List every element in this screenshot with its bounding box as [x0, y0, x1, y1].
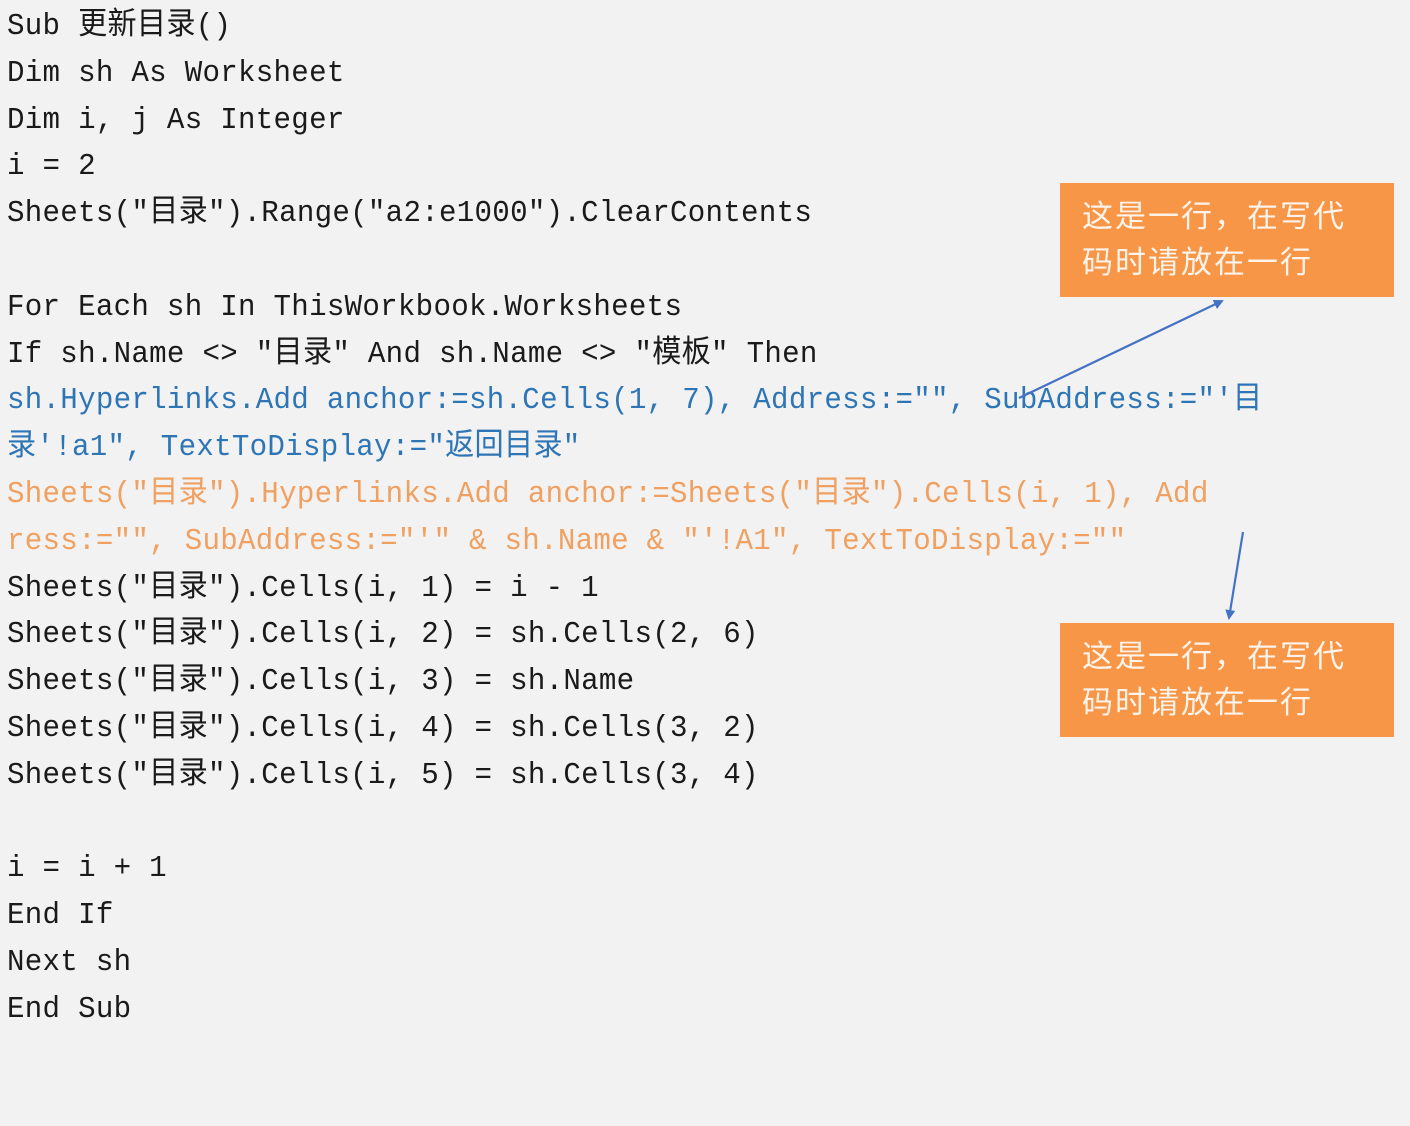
callout-box-top: 这是一行，在写代 码时请放在一行 — [1060, 183, 1394, 297]
code-line-hyperlink-toc-part2: ress:="", SubAddress:="'" & sh.Name & "'… — [7, 523, 1127, 559]
callout-text-line2: 码时请放在一行 — [1082, 245, 1313, 281]
code-line-dim-i-j: Dim i, j As Integer — [7, 102, 345, 138]
code-line-end-if: End If — [7, 898, 114, 934]
code-line-cell-col5: Sheets("目录").Cells(i, 5) = sh.Cells(3, 4… — [7, 757, 759, 793]
code-line-init-i: i = 2 — [7, 149, 96, 185]
code-line-cell-col3: Sheets("目录").Cells(i, 3) = sh.Name — [7, 664, 635, 700]
callout-text-line2: 码时请放在一行 — [1082, 685, 1313, 721]
code-line-clear-contents: Sheets("目录").Range("a2:e1000").ClearCont… — [7, 196, 813, 232]
code-line-next-sh: Next sh — [7, 944, 132, 980]
code-line-cell-col4: Sheets("目录").Cells(i, 4) = sh.Cells(3, 2… — [7, 710, 759, 746]
callout-text-line1: 这是一行，在写代 — [1082, 639, 1346, 675]
code-line-end-sub: End Sub — [7, 991, 132, 1027]
code-line-if-condition: If sh.Name <> "目录" And sh.Name <> "模板" T… — [7, 336, 818, 372]
code-line-hyperlink-sheet-part2: 录'!a1", TextToDisplay:="返回目录" — [7, 430, 581, 466]
code-line-sub-declaration: Sub 更新目录() — [7, 9, 232, 44]
code-line-hyperlink-sheet-part1: sh.Hyperlinks.Add anchor:=sh.Cells(1, 7)… — [7, 383, 1263, 419]
code-line-cell-col2: Sheets("目录").Cells(i, 2) = sh.Cells(2, 6… — [7, 617, 759, 653]
callout-box-bottom: 这是一行，在写代 码时请放在一行 — [1060, 623, 1394, 737]
code-line-blank — [7, 800, 1267, 847]
code-line-hyperlink-toc-part1: Sheets("目录").Hyperlinks.Add anchor:=Shee… — [7, 476, 1209, 512]
code-line-increment-i: i = i + 1 — [7, 851, 167, 887]
code-block: Sub 更新目录() Dim sh As Worksheet Dim i, j … — [7, 4, 1347, 1034]
code-line-dim-sh: Dim sh As Worksheet — [7, 55, 345, 91]
callout-text-line1: 这是一行，在写代 — [1082, 199, 1346, 235]
code-line-for-each: For Each sh In ThisWorkbook.Worksheets — [7, 289, 683, 325]
code-line-cell-col1: Sheets("目录").Cells(i, 1) = i - 1 — [7, 570, 599, 606]
